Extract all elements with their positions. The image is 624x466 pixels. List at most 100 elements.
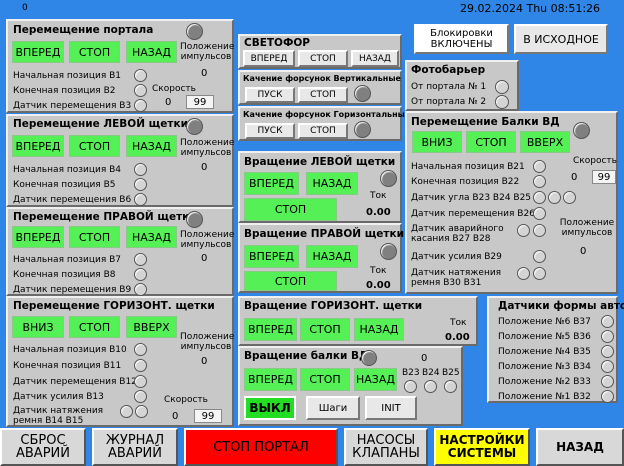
beam-up-button[interactable]: ВВЕРХ (520, 131, 570, 153)
nozzle-h-stop-button[interactable]: СТОП (298, 123, 348, 139)
horiz-brush-speed-value[interactable]: 99 (194, 409, 222, 423)
rot-horiz-stop-button[interactable]: СТОП (300, 318, 350, 341)
rot-right-back-button[interactable]: НАЗАД (306, 245, 358, 268)
rot-horiz-panel: Вращение ГОРИЗОНТ. щетки ВПЕРЕД СТОП НАЗ… (238, 296, 478, 346)
rot-beam-sensor-led-1 (404, 380, 417, 393)
horiz-brush-stop-button[interactable]: СТОП (69, 316, 120, 338)
portal-back-button[interactable]: НАЗАД (126, 41, 177, 63)
alarm-journal-button[interactable]: ЖУРНАЛ АВАРИЙ (92, 428, 178, 466)
portal-forward-button[interactable]: ВПЕРЕД (12, 41, 64, 63)
horiz-brush-label-1: Начальная позиция В10 (13, 345, 127, 355)
left-brush-back-button[interactable]: НАЗАД (126, 135, 177, 157)
rot-beam-stop-button[interactable]: СТОП (300, 368, 350, 391)
beam-speed-label: Скорость (573, 156, 617, 166)
left-brush-stop-button[interactable]: СТОП (69, 135, 120, 157)
rot-beam-forward-button[interactable]: ВПЕРЕД (244, 368, 297, 391)
portal-title: Перемещение портала (13, 24, 154, 36)
rot-right-status-led (380, 243, 397, 260)
right-brush-status-led (186, 211, 203, 228)
right-brush-pos-imp-value: 0 (201, 253, 208, 264)
home-button[interactable]: В ИСХОДНОЕ (514, 24, 608, 54)
beam-label-4: Датчик перемещения В26 (411, 209, 535, 219)
nozzle-v-stop-button[interactable]: СТОП (298, 87, 348, 103)
traffic-back-button[interactable]: НАЗАД (351, 50, 399, 67)
nozzle-v-start-button[interactable]: ПУСК (245, 87, 295, 103)
beam-label-3: Датчик угла В23 В24 В25 (411, 193, 532, 203)
horiz-brush-led-3 (134, 375, 147, 388)
rot-left-torque-value: 0.00 (366, 207, 391, 218)
rot-left-stop-button[interactable]: СТОП (244, 198, 337, 221)
left-brush-forward-button[interactable]: ВПЕРЕД (12, 135, 64, 157)
right-brush-forward-button[interactable]: ВПЕРЕД (12, 226, 64, 248)
rot-left-forward-button[interactable]: ВПЕРЕД (244, 172, 299, 195)
shape-led-3 (601, 345, 614, 358)
photo-led-1 (495, 80, 509, 94)
left-brush-led-3 (134, 193, 147, 206)
shape-label-1: Положение №6 В37 (498, 317, 591, 327)
beam-status-led (573, 122, 590, 139)
left-brush-label-3: Датчик перемещения В6 (13, 195, 132, 205)
horiz-brush-led-1 (134, 343, 147, 356)
nozzle-h-panel: Качение форсунок Горизонтальные ПУСК СТО… (238, 106, 410, 141)
rot-left-back-button[interactable]: НАЗАД (306, 172, 358, 195)
portal-stop-button[interactable]: СТОП (69, 41, 120, 63)
traffic-panel: СВЕТОФОР ВПЕРЕД СТОП НАЗАД (238, 34, 402, 69)
horiz-brush-led-2 (134, 359, 147, 372)
rot-beam-steps-button[interactable]: Шаги (306, 396, 360, 420)
portal-label-3: Датчик перемещения В3 (13, 101, 132, 111)
traffic-forward-button[interactable]: ВПЕРЕД (243, 50, 295, 67)
rot-right-title: Вращение ПРАВОЙ щетки (244, 228, 405, 240)
beam-led-7a (517, 267, 530, 280)
horiz-brush-down-button[interactable]: ВНИЗ (12, 316, 64, 338)
rot-right-forward-button[interactable]: ВПЕРЕД (244, 245, 299, 268)
system-settings-button[interactable]: НАСТРОЙКИ СИСТЕМЫ (434, 428, 530, 466)
beam-label-2: Конечная позиция В22 (411, 177, 520, 187)
beam-down-button[interactable]: ВНИЗ (412, 131, 462, 153)
left-brush-label-1: Начальная позиция В4 (13, 165, 122, 175)
right-brush-title: Перемещение ПРАВОЙ щетки (13, 211, 197, 223)
rot-horiz-back-button[interactable]: НАЗАД (354, 318, 404, 341)
rot-right-stop-button[interactable]: СТОП (244, 271, 337, 291)
traffic-stop-button[interactable]: СТОП (298, 50, 348, 67)
pumps-valves-button[interactable]: НАСОСЫ КЛАПАНЫ (344, 428, 428, 466)
left-brush-status-led (186, 118, 203, 135)
rot-beam-panel: Вращение балки ВД 0 ВПЕРЕД СТОП НАЗАД В2… (238, 346, 463, 426)
rot-beam-init-button[interactable]: INIT (365, 396, 417, 420)
right-brush-led-1 (134, 253, 147, 266)
rot-horiz-torque-label: Ток (450, 318, 467, 328)
shape-led-4 (601, 360, 614, 373)
nozzle-h-title: Качение форсунок Горизонтальные (243, 110, 411, 119)
portal-led-1 (134, 69, 147, 82)
horiz-brush-label-5: Датчик натяжения ремня В14 В15 (13, 406, 104, 426)
beam-title: Перемещение Балки ВД (411, 116, 560, 128)
horiz-brush-up-button[interactable]: ВВЕРХ (126, 316, 177, 338)
photo-label-2: От портала № 2 (411, 97, 487, 107)
right-brush-stop-button[interactable]: СТОП (69, 226, 120, 248)
nozzle-h-start-button[interactable]: ПУСК (245, 123, 295, 139)
horiz-brush-speed-label: Скорость (164, 395, 208, 405)
rot-beam-sensor-label-2: В24 (422, 368, 440, 378)
rot-beam-back-button[interactable]: НАЗАД (354, 368, 397, 391)
beam-stop-button[interactable]: СТОП (466, 131, 516, 153)
rot-horiz-forward-button[interactable]: ВПЕРЕД (244, 318, 297, 341)
locks-status-button[interactable]: Блокировки ВКЛЮЧЕНЫ (414, 24, 509, 54)
beam-speed-value[interactable]: 99 (592, 170, 616, 184)
rot-left-status-led (380, 170, 397, 187)
horiz-brush-led-5b (135, 405, 148, 418)
right-brush-back-button[interactable]: НАЗАД (126, 226, 177, 248)
stop-portal-button[interactable]: СТОП ПОРТАЛ (184, 428, 338, 466)
reset-alarms-button[interactable]: СБРОС АВАРИЙ (0, 428, 86, 466)
top-counter: 0 (22, 3, 28, 13)
right-brush-pos-imp-label: Положение импульсов (180, 230, 235, 250)
rot-left-panel: Вращение ЛЕВОЙ щетки ВПЕРЕД НАЗАД СТОП Т… (238, 151, 402, 223)
horiz-brush-led-4 (134, 390, 147, 403)
rot-right-torque-label: Ток (370, 266, 387, 276)
horiz-brush-led-5a (120, 405, 133, 418)
left-brush-pos-imp-label: Положение импульсов (180, 138, 235, 158)
back-button[interactable]: НАЗАД (536, 428, 624, 466)
rot-beam-off-button[interactable]: ВЫКЛ (244, 396, 296, 420)
rot-right-torque-value: 0.00 (366, 280, 391, 291)
rot-horiz-title: Вращение ГОРИЗОНТ. щетки (244, 300, 423, 312)
rot-left-title: Вращение ЛЕВОЙ щетки (244, 156, 396, 168)
portal-speed-value[interactable]: 99 (186, 95, 214, 109)
